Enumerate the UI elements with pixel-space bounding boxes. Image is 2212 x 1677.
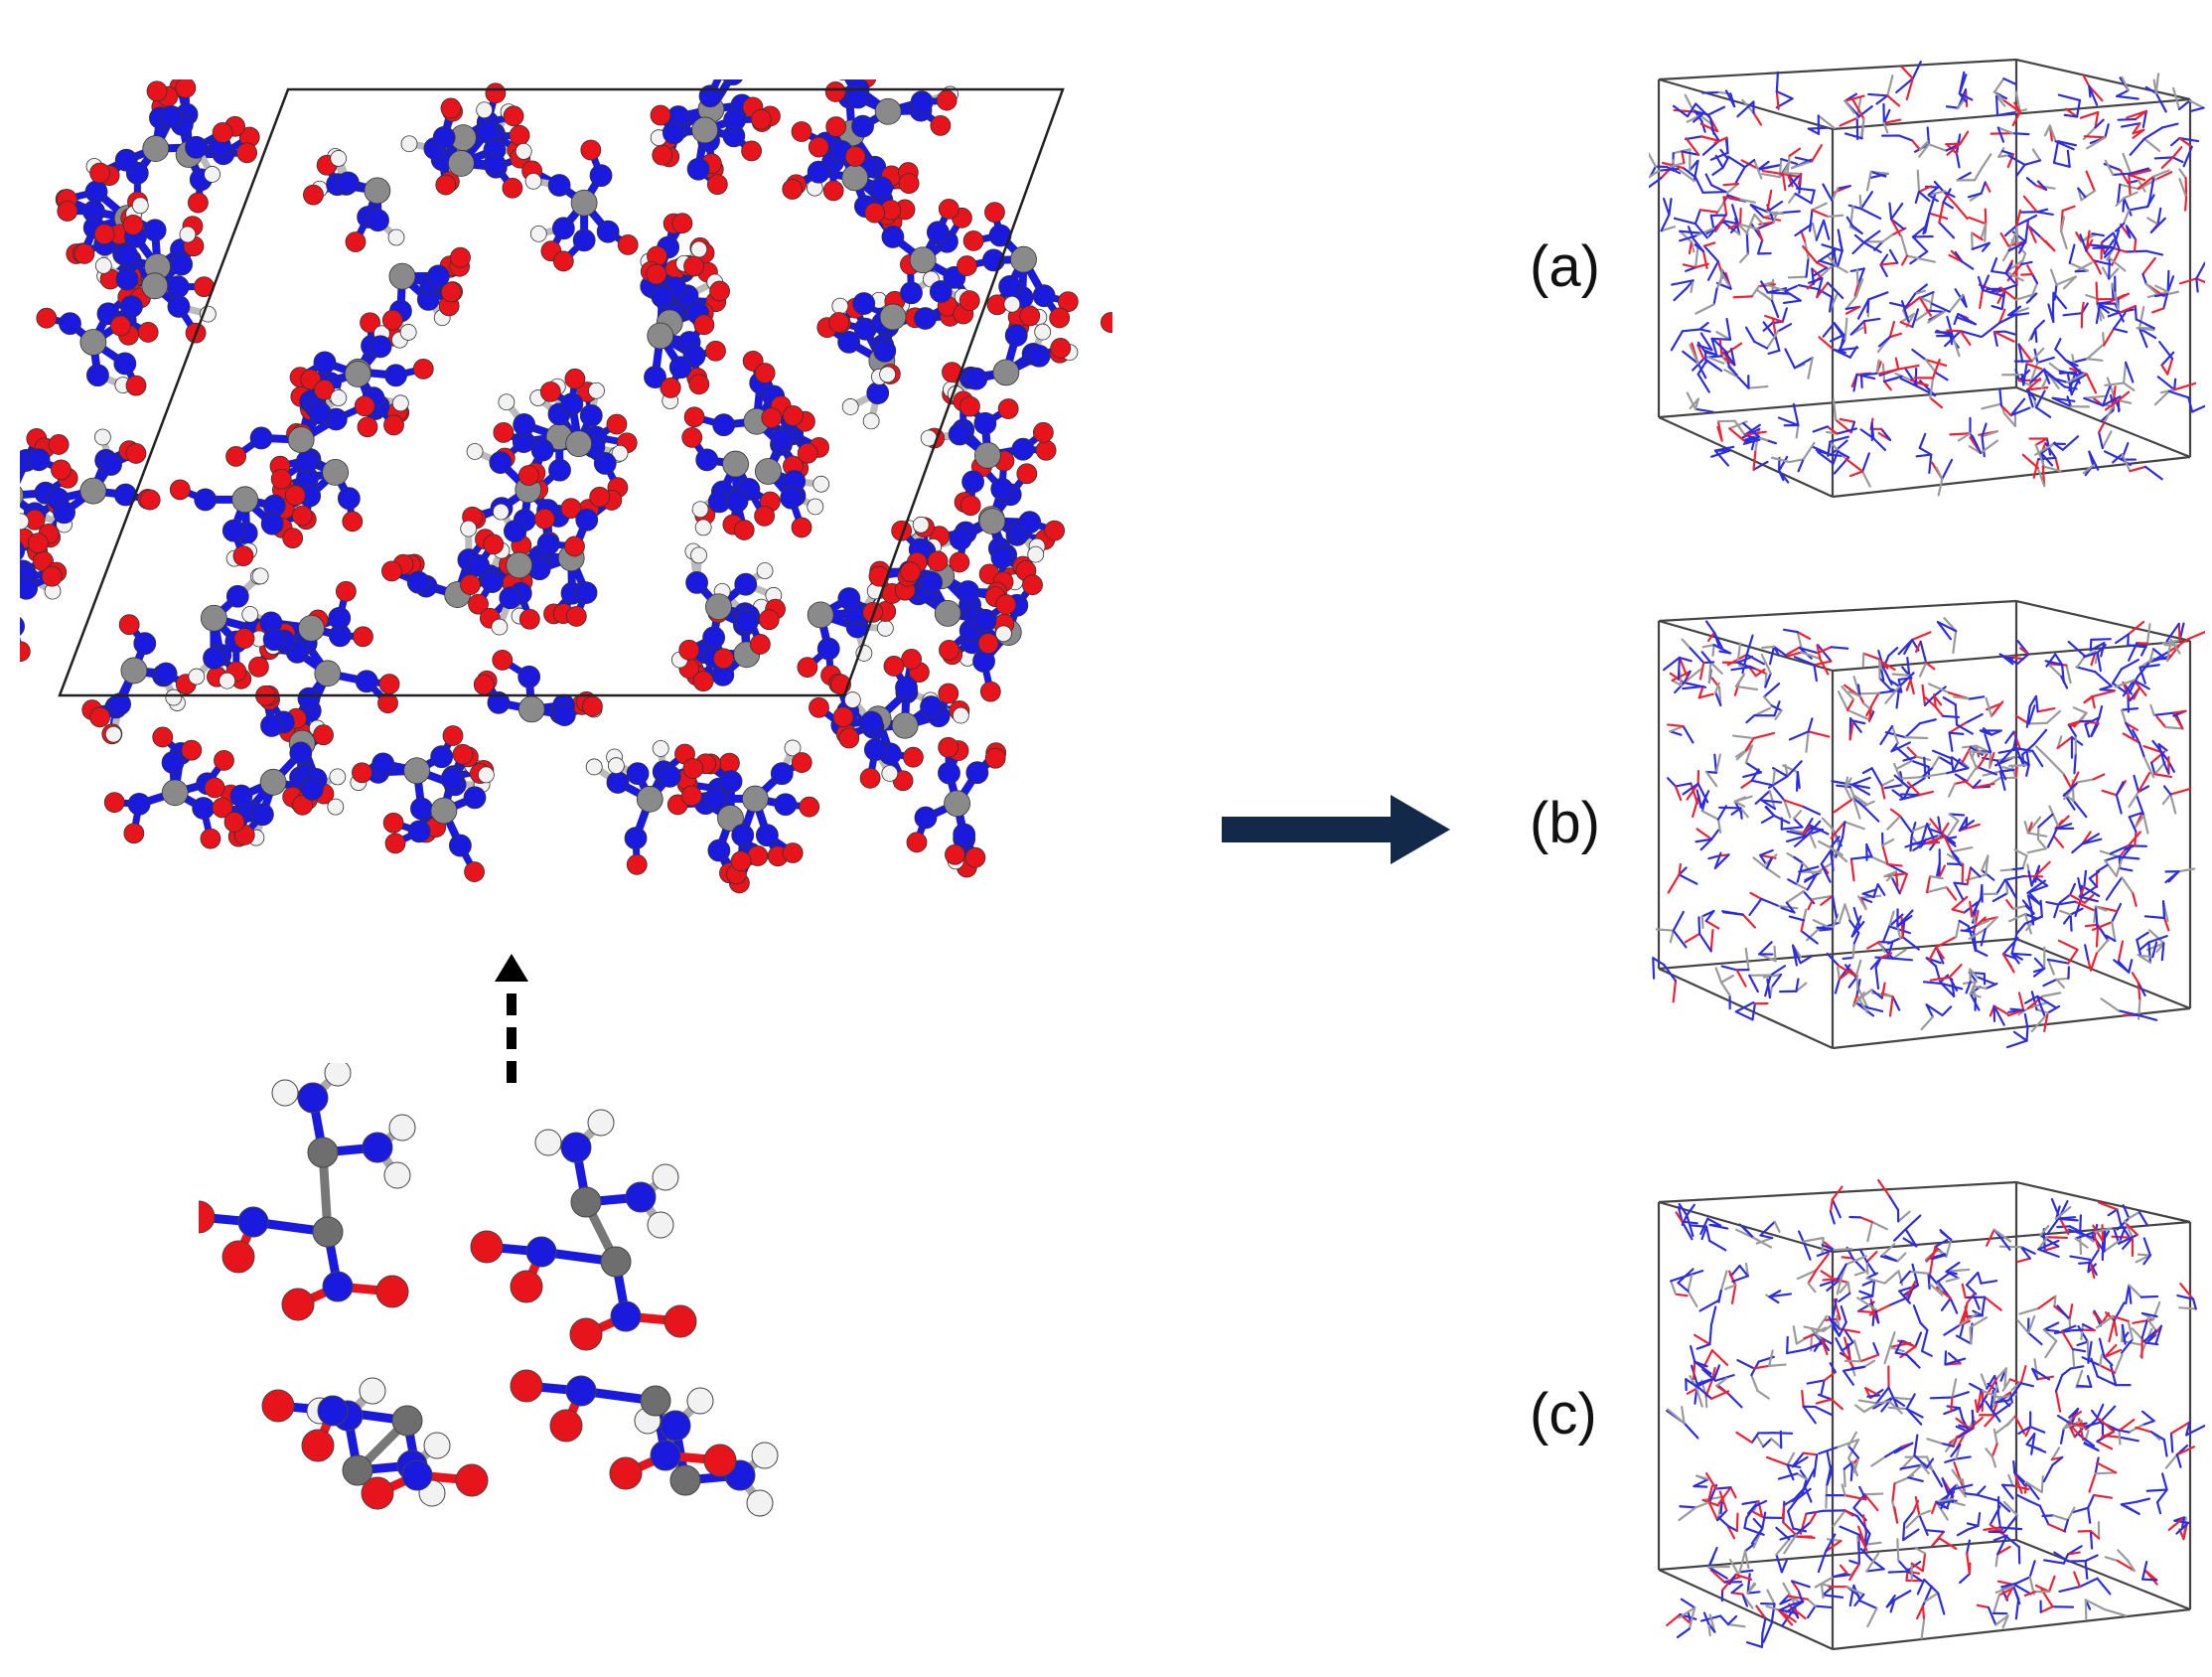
right-arrow-icon: [1222, 795, 1450, 864]
panel-label-b: (b): [1530, 791, 1600, 855]
dashed-up-arrow-icon: [495, 954, 528, 1083]
panel-label-c: (c): [1530, 1382, 1597, 1447]
panel-a: (a): [1530, 50, 2205, 517]
panel-c: (c): [1530, 1172, 2205, 1669]
panel-b: (b): [1530, 591, 2205, 1068]
panel-label-a: (a): [1530, 234, 1600, 299]
crystal-supercell: [20, 79, 1112, 894]
molecule-cluster: [199, 1063, 779, 1517]
amorphous-cell-a: [1649, 58, 2205, 499]
amorphous-cell-c: [1657, 1178, 2205, 1651]
amorphous-cell-b: [1652, 599, 2205, 1050]
